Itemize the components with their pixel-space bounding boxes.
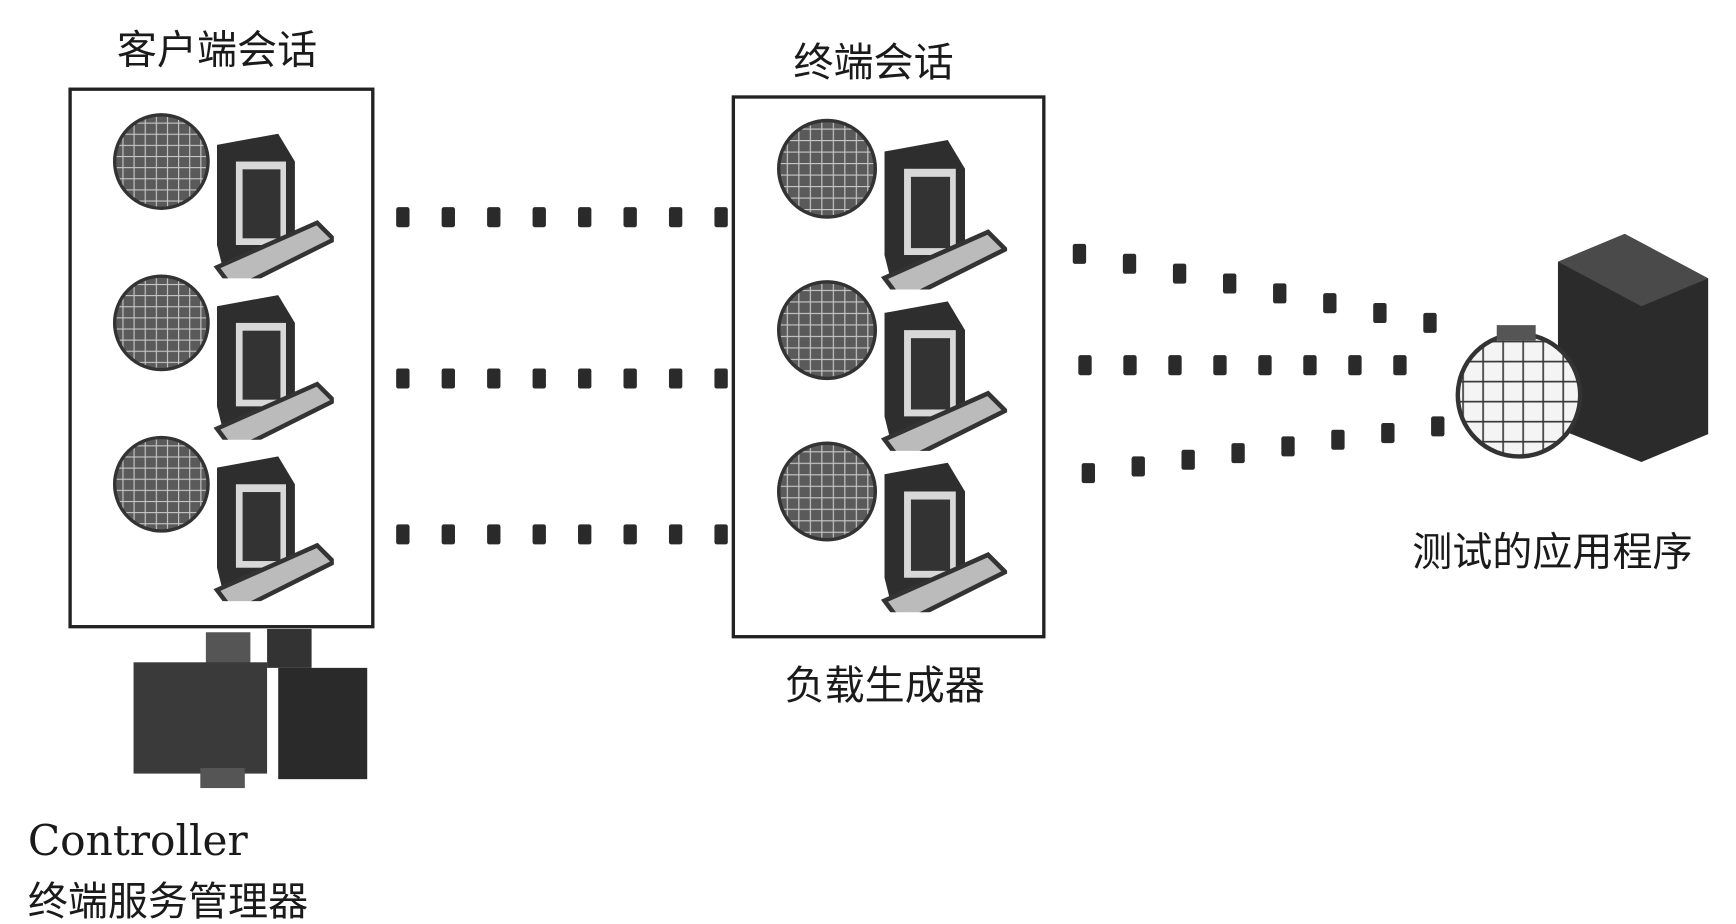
link-dot xyxy=(487,368,501,389)
load-generator-label: 负载生成器 xyxy=(785,663,985,709)
link-dot xyxy=(1303,355,1317,376)
client-computer-icon xyxy=(115,115,334,290)
link-dot xyxy=(532,207,546,228)
link-dot xyxy=(714,524,728,545)
link-dot xyxy=(578,524,592,545)
application-server-icon xyxy=(1455,233,1709,462)
link-dot xyxy=(1348,355,1362,376)
link-dot xyxy=(396,368,410,389)
link-dot xyxy=(668,207,683,228)
terminal-computer-icon xyxy=(779,120,1006,301)
link-dot xyxy=(1231,443,1245,464)
load-generator-box xyxy=(731,95,1046,639)
link-dot xyxy=(441,524,455,545)
terminal-to-app-links xyxy=(1072,243,1445,484)
controller-label: Controller xyxy=(28,816,249,865)
link-dot xyxy=(1081,463,1096,484)
link-dot xyxy=(623,524,637,545)
link-dot xyxy=(1273,283,1287,304)
link-dot xyxy=(1213,355,1227,376)
terminal-computer-icon xyxy=(779,282,1006,463)
client-sessions-box xyxy=(68,87,375,629)
link-dot xyxy=(668,524,683,545)
link-dot xyxy=(714,368,728,389)
client-computer-icon xyxy=(115,276,334,451)
link-dot xyxy=(487,524,501,545)
link-dot xyxy=(1431,416,1445,437)
client-to-terminal-links xyxy=(396,207,728,545)
link-dot xyxy=(714,207,728,228)
terminal-computer-icon xyxy=(779,443,1006,624)
link-dot xyxy=(1423,312,1437,333)
link-dot xyxy=(1381,423,1395,444)
link-dot xyxy=(441,368,455,389)
link-dot xyxy=(1072,243,1087,264)
link-dot xyxy=(396,207,410,228)
link-dot xyxy=(623,368,637,389)
link-dot xyxy=(1281,436,1295,457)
link-dot xyxy=(1181,449,1195,470)
link-dot xyxy=(1331,429,1345,450)
terminal-service-manager-label: 终端服务管理器 xyxy=(28,879,308,924)
link-dot xyxy=(1373,303,1387,324)
controller-server-icon xyxy=(133,628,368,789)
link-dot xyxy=(532,368,546,389)
link-dot xyxy=(1078,355,1092,376)
link-dot xyxy=(487,207,501,228)
link-dot xyxy=(1323,293,1337,314)
app-under-test-label: 测试的应用程序 xyxy=(1412,529,1692,575)
link-dot xyxy=(578,368,592,389)
link-dot xyxy=(668,368,683,389)
link-dot xyxy=(532,524,546,545)
link-dot xyxy=(1258,355,1272,376)
link-dot xyxy=(1172,263,1187,284)
link-dot xyxy=(1393,355,1407,376)
link-dot xyxy=(1168,355,1182,376)
client-sessions-label: 客户端会话 xyxy=(117,28,317,74)
link-dot xyxy=(1122,253,1137,274)
link-dot xyxy=(1222,273,1237,294)
terminal-sessions-label: 终端会话 xyxy=(793,40,953,86)
link-dot xyxy=(441,207,455,228)
client-computer-icon xyxy=(115,438,334,613)
link-dot xyxy=(1131,456,1145,477)
link-dot xyxy=(623,207,637,228)
link-dot xyxy=(396,524,410,545)
link-dot xyxy=(578,207,592,228)
link-dot xyxy=(1123,355,1137,376)
